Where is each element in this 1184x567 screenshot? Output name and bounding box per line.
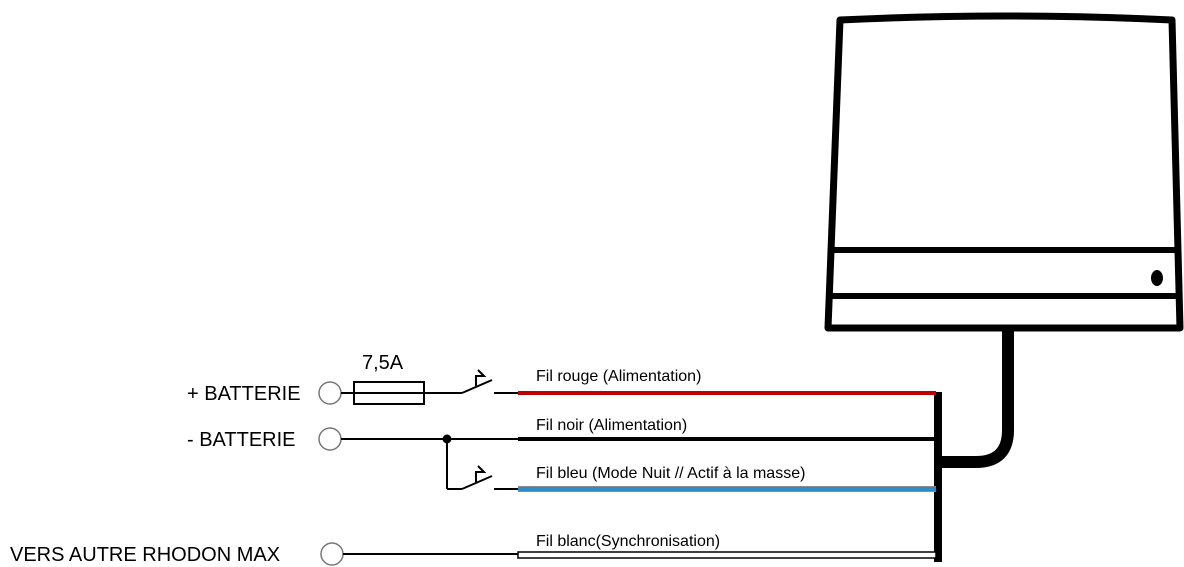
device-body [824,12,1184,332]
terminal-sync-out [320,542,344,566]
wire-red-label: Fil rouge (Alimentation) [536,368,701,385]
battery-plus-label: + BATTERIE [187,383,301,405]
positive-circuit [341,369,520,405]
terminal-battery-minus [318,427,342,451]
wire-white [517,551,937,559]
negative-circuit [341,434,520,490]
device-indicator-dot [1151,270,1163,286]
wire-black-label: Fil noir (Alimentation) [536,417,687,434]
power-switch [461,379,493,394]
wire-blue-label: Fil bleu (Mode Nuit // Actif à la masse) [536,465,805,482]
device-cable [940,328,1014,468]
battery-minus-label: - BATTERIE [187,429,296,451]
device-housing [824,12,1184,332]
night-mode-switch [461,475,493,490]
wire-white-label: Fil blanc(Synchronisation) [536,533,720,550]
fuse-rating-label: 7,5A [362,352,404,374]
terminal-battery-plus [318,381,342,405]
sync-out-label: VERS AUTRE RHODON MAX [10,544,280,566]
